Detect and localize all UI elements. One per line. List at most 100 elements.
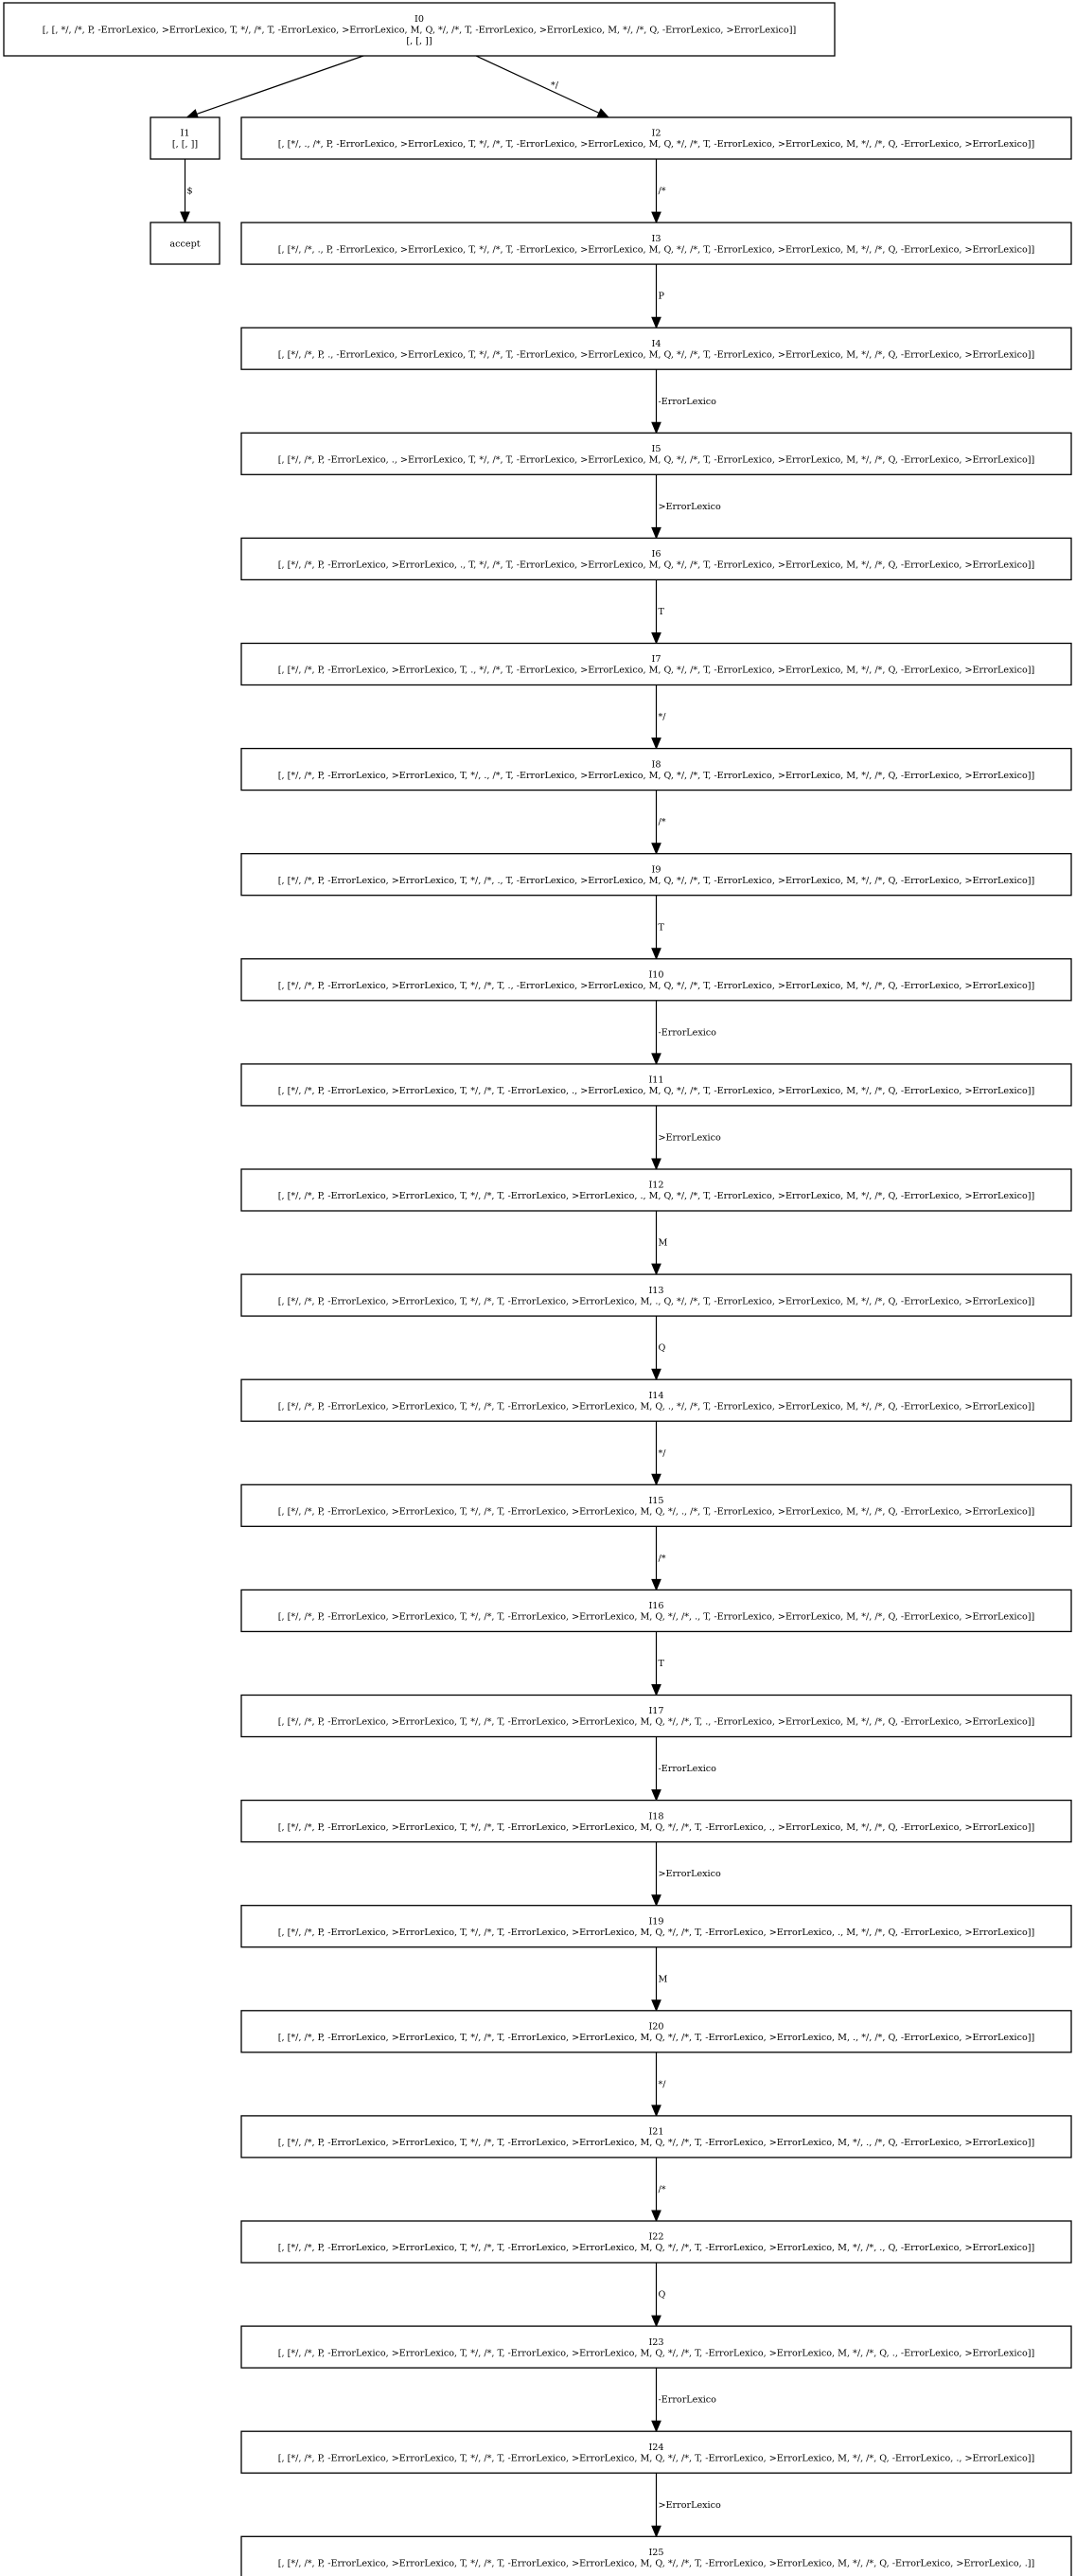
state-title: I2 bbox=[652, 129, 661, 139]
state-items: [, [*/, /*, P, -ErrorLexico, >ErrorLexic… bbox=[278, 1717, 1034, 1728]
state-items: [, [*/, /*, P, -ErrorLexico, >ErrorLexic… bbox=[278, 771, 1034, 781]
state-node-I18: I18[, [*/, /*, P, -ErrorLexico, >ErrorLe… bbox=[240, 1799, 1072, 1843]
node-box bbox=[240, 2325, 1072, 2369]
node-box bbox=[240, 1589, 1072, 1633]
node-box bbox=[240, 1168, 1072, 1212]
arrowhead bbox=[651, 843, 661, 855]
edge-I13-I14: Q bbox=[651, 1316, 666, 1381]
state-items: [, [, ]] bbox=[406, 36, 432, 46]
edge-I7-I8: */ bbox=[651, 684, 667, 750]
state-node-I24: I24[, [*/, /*, P, -ErrorLexico, >ErrorLe… bbox=[240, 2430, 1072, 2474]
edge-I3-I4: P bbox=[651, 264, 665, 329]
node-box bbox=[240, 116, 1072, 160]
state-items: [, [*/, /*, P, -ErrorLexico, >ErrorLexic… bbox=[278, 2558, 1034, 2568]
state-title: I18 bbox=[649, 1811, 664, 1821]
edge-label: >ErrorLexico bbox=[659, 2500, 721, 2511]
edge-label: /* bbox=[659, 1554, 666, 1564]
arrowhead bbox=[651, 1684, 661, 1697]
edge-I23-I24: -ErrorLexico bbox=[651, 2368, 717, 2433]
node-box bbox=[240, 1483, 1072, 1527]
state-node-I12: I12[, [*/, /*, P, -ErrorLexico, >ErrorLe… bbox=[240, 1168, 1072, 1212]
state-node-I2: I2[, [*/, ., /*, P, -ErrorLexico, >Error… bbox=[240, 116, 1072, 160]
state-title: I22 bbox=[649, 2232, 664, 2243]
edge-label: */ bbox=[551, 80, 559, 91]
edge-I18-I19: >ErrorLexico bbox=[651, 1841, 721, 1907]
edge-label: T bbox=[659, 922, 665, 933]
edge-label: /* bbox=[659, 2184, 666, 2194]
state-items: [, [*/, /*, P, -ErrorLexico, >ErrorLexic… bbox=[278, 1506, 1034, 1517]
state-node-I14: I14[, [*/, /*, P, -ErrorLexico, >ErrorLe… bbox=[240, 1378, 1072, 1422]
state-items: [, [*/, /*, P, -ErrorLexico, >ErrorLexic… bbox=[278, 1928, 1034, 1938]
arrowhead bbox=[651, 1368, 661, 1381]
state-title: I10 bbox=[649, 969, 664, 980]
edge-I5-I6: >ErrorLexico bbox=[651, 474, 721, 540]
state-title: I0 bbox=[415, 14, 424, 25]
state-items: [, [*/, ., /*, P, -ErrorLexico, >ErrorLe… bbox=[278, 139, 1034, 150]
state-title: I20 bbox=[649, 2021, 664, 2032]
state-node-I9: I9[, [*/, /*, P, -ErrorLexico, >ErrorLex… bbox=[240, 853, 1072, 897]
state-items: [, [*/, /*, P, -ErrorLexico, >ErrorLexic… bbox=[278, 1612, 1034, 1623]
state-title: I24 bbox=[649, 2443, 664, 2453]
arrowhead bbox=[651, 1053, 661, 1066]
node-box bbox=[240, 537, 1072, 581]
state-items: [, [*/, /*, P, ., -ErrorLexico, >ErrorLe… bbox=[278, 349, 1034, 360]
edge-label: -ErrorLexico bbox=[659, 397, 717, 407]
arrowhead bbox=[596, 108, 610, 118]
edge-I10-I11: -ErrorLexico bbox=[651, 1000, 716, 1066]
edge-label: */ bbox=[659, 712, 667, 722]
state-title: I6 bbox=[652, 549, 661, 560]
node-box bbox=[240, 853, 1072, 897]
node-box bbox=[240, 2430, 1072, 2474]
state-items: [, [*/, /*, P, -ErrorLexico, >ErrorLexic… bbox=[278, 666, 1034, 676]
edge-label: >ErrorLexico bbox=[659, 1132, 721, 1143]
edge-I17-I18: -ErrorLexico bbox=[651, 1736, 717, 1802]
state-title: I4 bbox=[652, 339, 661, 349]
arrowhead bbox=[651, 526, 661, 540]
state-node-I7: I7[, [*/, /*, P, -ErrorLexico, >ErrorLex… bbox=[240, 642, 1072, 686]
node-box bbox=[240, 958, 1072, 1002]
state-items: [, [*/, /*, P, -ErrorLexico, >ErrorLexic… bbox=[278, 1086, 1034, 1096]
edge-label: -ErrorLexico bbox=[659, 2395, 717, 2406]
arrowhead bbox=[651, 1158, 661, 1171]
state-title: I25 bbox=[649, 2548, 664, 2558]
edge-I0-I1 bbox=[185, 55, 364, 119]
edge-label: M bbox=[659, 1974, 668, 1984]
edge-label: */ bbox=[659, 1448, 667, 1459]
state-title: I13 bbox=[649, 1286, 664, 1296]
edge-label: $ bbox=[187, 187, 193, 197]
node-box bbox=[240, 222, 1072, 265]
state-node-I15: I15[, [*/, /*, P, -ErrorLexico, >ErrorLe… bbox=[240, 1483, 1072, 1527]
edge-label: >ErrorLexico bbox=[659, 1869, 721, 1879]
arrowhead bbox=[651, 2420, 661, 2433]
state-items: [, [*/, /*, P, -ErrorLexico, >ErrorLexic… bbox=[278, 2453, 1034, 2463]
state-title: I1 bbox=[181, 129, 190, 139]
edge-label: P bbox=[659, 292, 665, 302]
state-node-I3: I3[, [*/, /*, ., P, -ErrorLexico, >Error… bbox=[240, 222, 1072, 265]
edge-I4-I5: -ErrorLexico bbox=[651, 369, 717, 435]
node-box bbox=[240, 1905, 1072, 1948]
node-box bbox=[240, 1694, 1072, 1738]
state-title: I9 bbox=[652, 864, 661, 875]
state-node-I4: I4[, [*/, /*, P, ., -ErrorLexico, >Error… bbox=[240, 327, 1072, 370]
node-box bbox=[240, 327, 1072, 370]
state-items: [, [*/, /*, P, -ErrorLexico, >ErrorLexic… bbox=[278, 1401, 1034, 1412]
node-box bbox=[240, 432, 1072, 475]
state-node-I10: I10[, [*/, /*, P, -ErrorLexico, >ErrorLe… bbox=[240, 958, 1072, 1002]
edge-I11-I12: >ErrorLexico bbox=[651, 1105, 721, 1171]
state-node-I23: I23[, [*/, /*, P, -ErrorLexico, >ErrorLe… bbox=[240, 2325, 1072, 2369]
edge-label: -ErrorLexico bbox=[659, 1764, 717, 1774]
arrowhead bbox=[180, 211, 190, 224]
edge-label: T bbox=[659, 607, 665, 617]
state-node-I0: I0[, [, */, /*, P, -ErrorLexico, >ErrorL… bbox=[3, 2, 836, 57]
arrowhead bbox=[651, 2210, 661, 2223]
state-items: [, [*/, /*, ., P, -ErrorLexico, >ErrorLe… bbox=[278, 244, 1034, 255]
state-items: [, [*/, /*, P, -ErrorLexico, >ErrorLexic… bbox=[278, 1822, 1034, 1833]
state-node-I1: I1[, [, ]] bbox=[150, 116, 220, 160]
edge-label: */ bbox=[659, 2079, 667, 2089]
state-items: [, [*/, /*, P, -ErrorLexico, >ErrorLexic… bbox=[278, 560, 1034, 571]
edge-label: Q bbox=[659, 1343, 666, 1354]
state-node-I16: I16[, [*/, /*, P, -ErrorLexico, >ErrorLe… bbox=[240, 1589, 1072, 1633]
state-title: I8 bbox=[652, 759, 661, 770]
edge-label: T bbox=[659, 1659, 665, 1669]
node-box bbox=[240, 2220, 1072, 2264]
